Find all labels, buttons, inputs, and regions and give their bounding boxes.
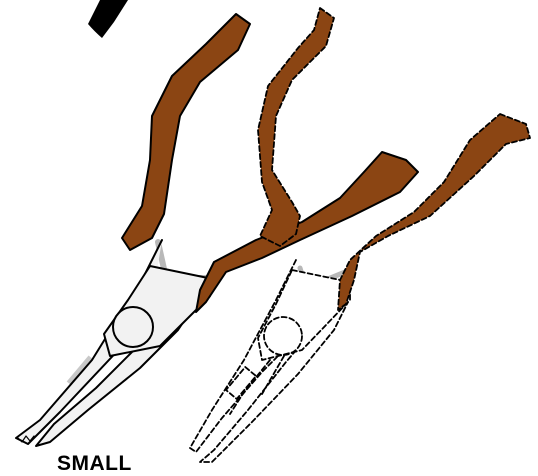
- pivot-circle: [113, 307, 153, 347]
- ghost-handle-bottom: [338, 114, 530, 310]
- corner-mark: [88, 0, 128, 38]
- ghost-pivot-plate: [258, 270, 350, 360]
- handle-top: [122, 14, 250, 250]
- pliers-ghost: [190, 8, 530, 462]
- pliers-solid: [16, 14, 418, 446]
- size-caption: SMALL: [57, 452, 132, 476]
